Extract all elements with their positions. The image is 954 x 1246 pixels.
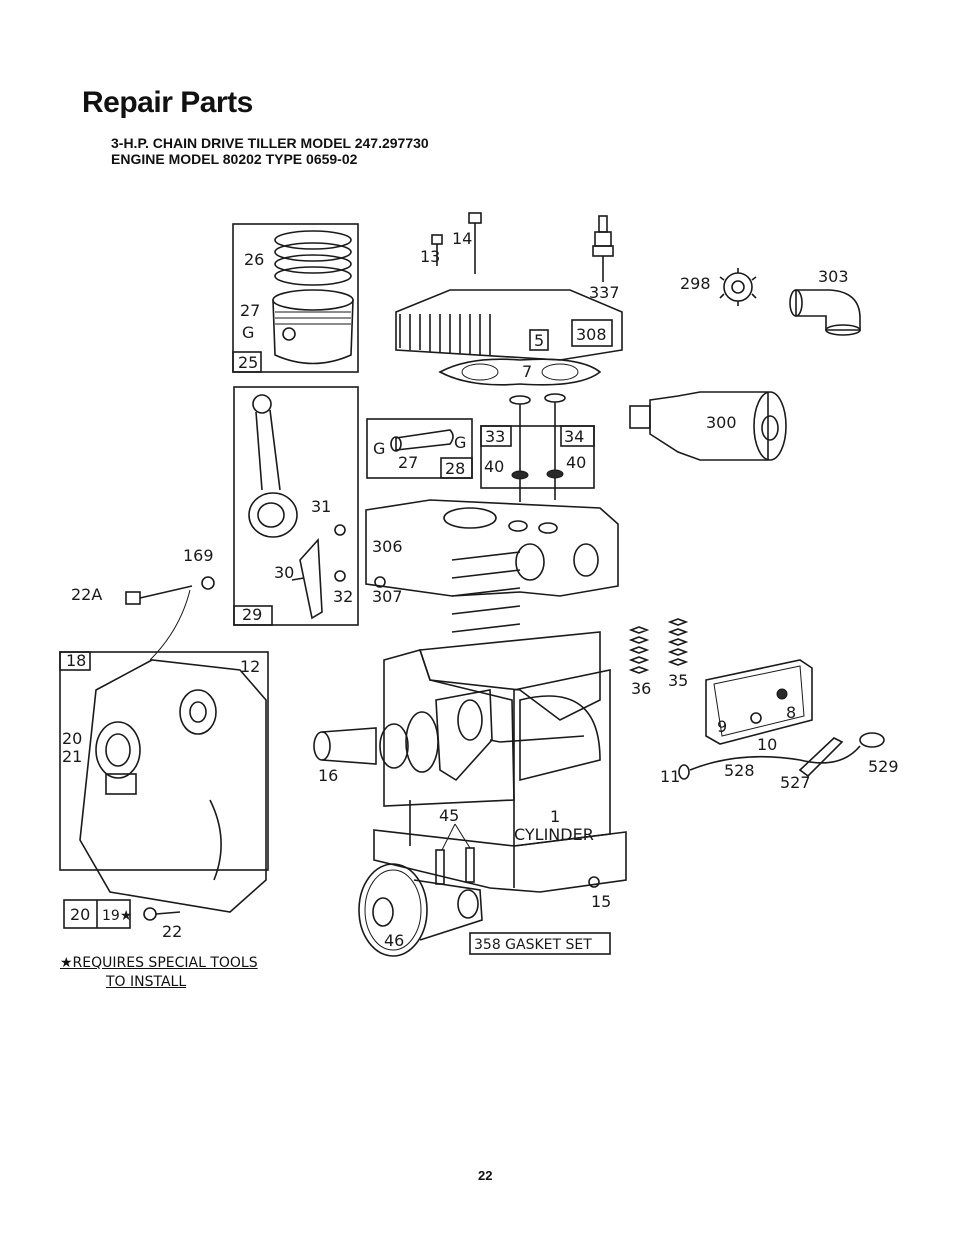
label-300: 300 [706,413,737,432]
label-298: 298 [680,274,711,293]
label-30: 30 [274,563,294,582]
page-number: 22 [478,1168,493,1183]
label-14: 14 [452,229,472,248]
label-36: 36 [631,679,651,698]
label-303: 303 [818,267,849,286]
elbow-303 [789,289,861,336]
label-5: 5 [534,331,544,350]
wrist-pin-box [366,418,473,479]
label-12: 12 [240,657,260,676]
label-40-right: 40 [566,453,586,472]
label-10: 10 [757,735,777,754]
label-20-bottom: 20 [70,905,90,924]
label-27: 27 [240,301,260,320]
label-33: 33 [485,427,505,446]
note-line-2: TO INSTALL [106,974,187,990]
label-34: 34 [564,427,584,446]
label-307: 307 [372,587,403,606]
label-529: 529 [868,757,899,776]
label-1: 1 [550,807,560,826]
label-9: 9 [717,717,727,736]
lock-washer-298 [719,268,757,306]
spark-plug [592,215,614,282]
label-20-top: 20 [62,729,82,748]
label-16: 16 [318,766,338,785]
label-cylinder: CYLINDER [514,825,594,844]
label-gasket-set: 358 GASKET SET [474,937,592,953]
label-27-g: G [242,323,254,342]
note-line-1: ★REQUIRES SPECIAL TOOLS [60,955,258,971]
label-8: 8 [786,703,796,722]
label-15: 15 [591,892,611,911]
label-306: 306 [372,537,403,556]
cam-gear [358,863,483,957]
label-46: 46 [384,931,404,950]
label-31: 31 [311,497,331,516]
label-22a: 22A [71,585,102,604]
label-32: 32 [333,587,353,606]
label-7: 7 [522,362,532,381]
label-527: 527 [780,773,811,792]
special-tools-note: ★REQUIRES SPECIAL TOOLS TO INSTALL [60,954,258,992]
connecting-rod-assembly [233,386,359,626]
label-19: 19★ [102,908,132,924]
label-26: 26 [244,250,264,269]
engine-subtitle: ENGINE MODEL 80202 TYPE 0659-02 [111,151,358,167]
ignition-lead [678,732,885,780]
valve-springs [628,618,689,674]
label-29: 29 [242,605,262,624]
breather-assembly [705,659,813,745]
label-45: 45 [439,806,459,825]
label-35: 35 [668,671,688,690]
label-18: 18 [66,651,86,670]
label-13: 13 [420,247,440,266]
crankshaft [313,689,501,782]
cylinder-head [395,289,623,386]
label-169: 169 [183,546,214,565]
label-40-left: 40 [484,457,504,476]
label-27-pin: 27 [398,453,418,472]
label-22: 22 [162,922,182,941]
crankcase-cover [59,651,269,929]
piston-assembly [232,223,359,373]
label-528: 528 [724,761,755,780]
label-g-right: G [454,433,466,452]
valves-box [480,393,595,502]
label-25: 25 [238,353,258,372]
label-337: 337 [589,283,620,302]
model-subtitle: 3-H.P. CHAIN DRIVE TILLER MODEL 247.2977… [111,135,429,151]
label-308: 308 [576,325,607,344]
bolt-22a [125,576,215,661]
muffler-300 [629,391,787,461]
head-bolts [431,212,482,274]
label-28: 28 [445,459,465,478]
label-g-left: G [373,439,385,458]
page-title: Repair Parts [82,86,253,119]
label-21: 21 [62,747,82,766]
label-11: 11 [660,767,680,786]
